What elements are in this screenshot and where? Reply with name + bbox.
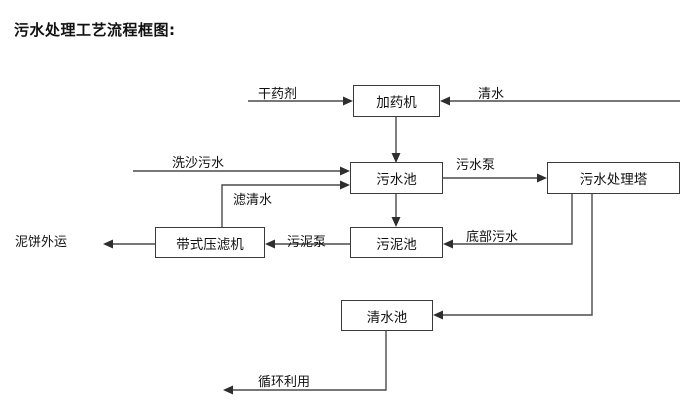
node-clean-water-pond[interactable]: 清水池 <box>341 300 433 331</box>
arrowhead-dosing-to-sewage-pond <box>391 153 401 163</box>
wire-recycle-use <box>231 331 387 391</box>
arrowhead-sewage-pond-to-sludge-pond <box>391 217 401 227</box>
label-mud-cake-out: 泥饼外运 <box>15 235 68 250</box>
label-sewage-pump: 污水泵 <box>456 158 496 173</box>
label-clean-water-in: 清水 <box>478 87 505 102</box>
arrowhead-dry-agent <box>343 96 353 106</box>
label-recycle-use: 循环利用 <box>258 375 311 390</box>
label-sludge-pump: 污泥泵 <box>287 235 327 250</box>
label-filtered-clear-water: 滤清水 <box>233 193 273 208</box>
arrowhead-tower-to-clean-water-pond <box>433 310 443 320</box>
node-sewage-pond[interactable]: 污水池 <box>350 162 443 194</box>
arrowhead-sewage-pump <box>537 173 547 183</box>
arrowhead-mud-cake-out <box>103 239 113 249</box>
node-dosing-machine[interactable]: 加药机 <box>353 85 440 117</box>
page-title: 污水处理工艺流程框图: <box>14 21 176 39</box>
arrowhead-filtered-clear-water <box>340 180 350 190</box>
node-sewage-treatment-tower[interactable]: 污水处理塔 <box>547 162 680 194</box>
label-bottom-sewage: 底部污水 <box>466 230 519 245</box>
arrowhead-recycle-use <box>223 385 233 395</box>
arrowhead-clean-water-in <box>440 96 450 106</box>
wire-bottom-sewage <box>451 194 573 245</box>
wire-filtered-clear-water <box>221 184 342 227</box>
arrowhead-sludge-pump <box>265 239 275 249</box>
label-dry-agent: 干药剂 <box>258 87 298 102</box>
node-sludge-pond[interactable]: 污泥池 <box>350 227 443 258</box>
node-belt-filter-press[interactable]: 带式压滤机 <box>155 227 265 258</box>
label-sand-washing-sewage: 洗沙污水 <box>172 156 225 171</box>
wire-tower-to-clean-water-pond <box>441 194 593 316</box>
arrowhead-bottom-sewage <box>443 239 453 249</box>
arrowhead-sand-washing-sewage <box>340 166 350 176</box>
